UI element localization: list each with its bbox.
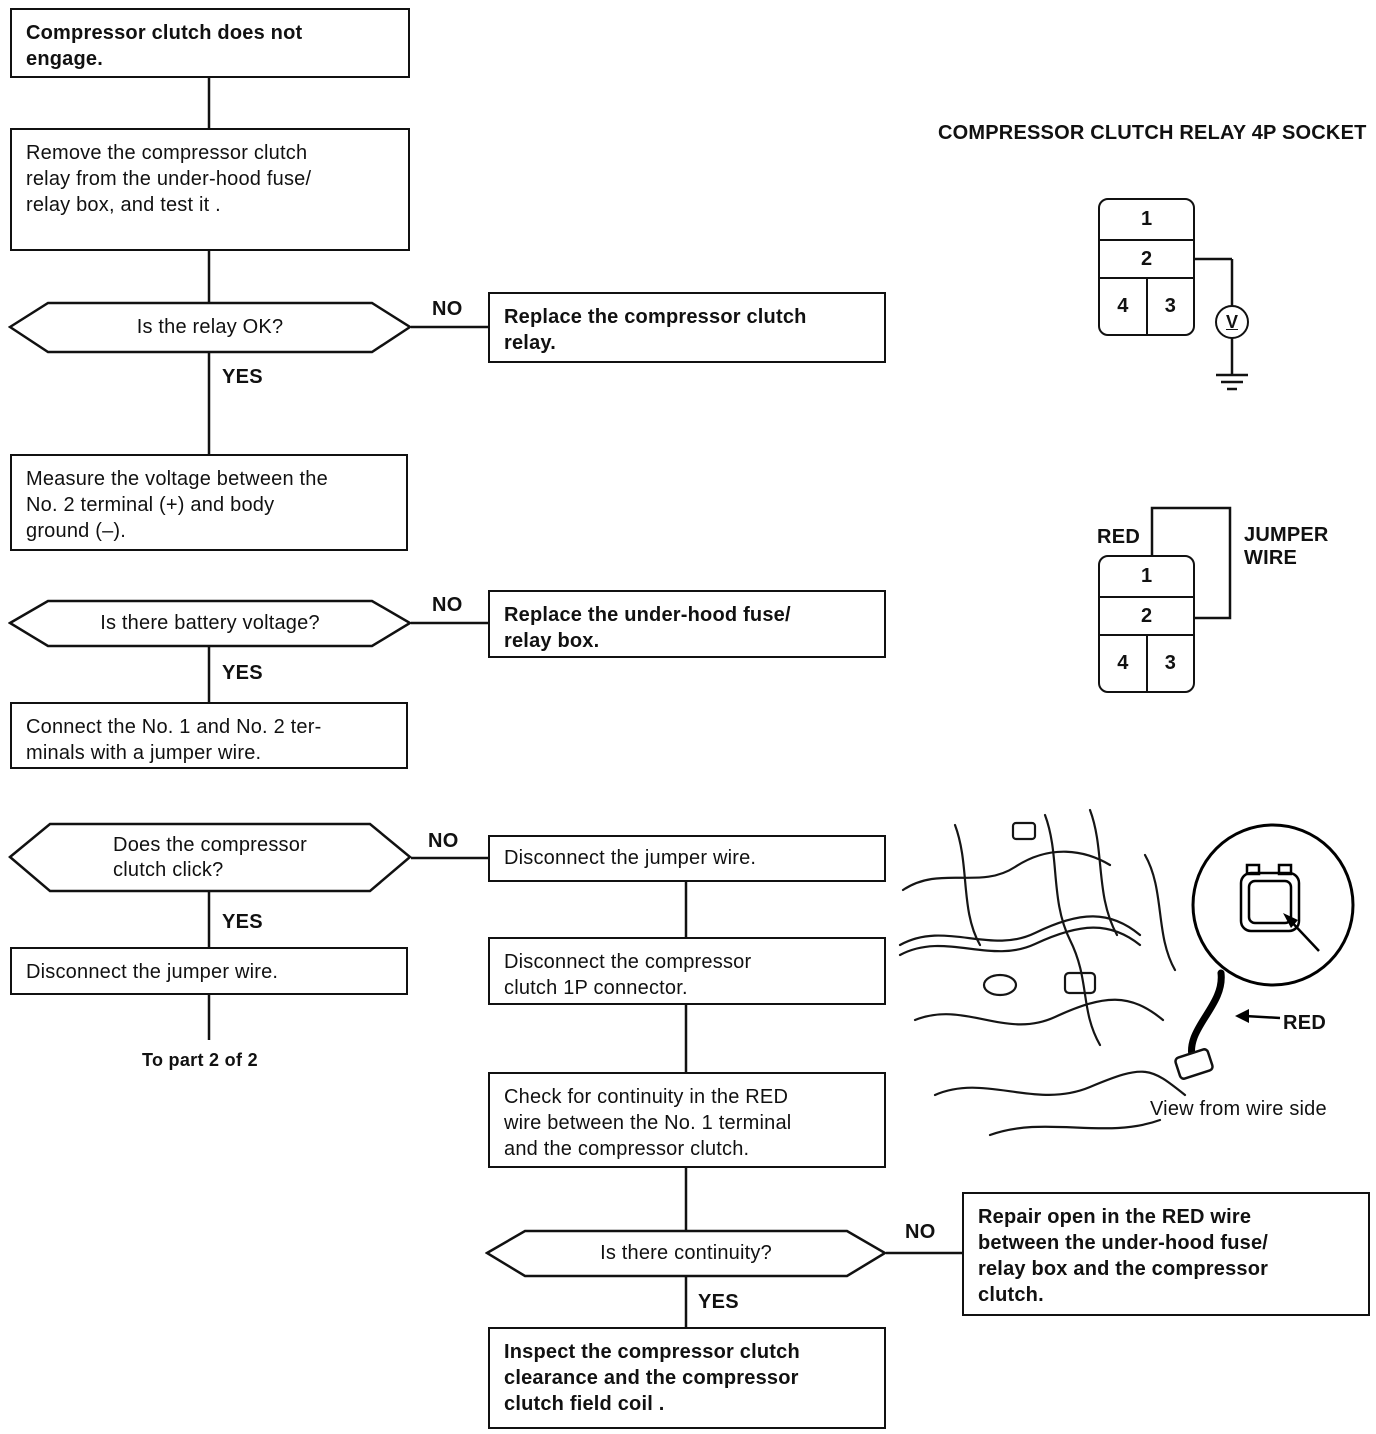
flow-replace-fuse-box: Replace the under-hood fuse/ relay box. xyxy=(488,590,886,658)
socket-terminal-1: 1 xyxy=(1100,200,1193,241)
yes-label-3: YES xyxy=(222,911,263,933)
decision-hexagon xyxy=(8,599,412,648)
relay-socket-title: COMPRESSOR CLUTCH RELAY 4P SOCKET xyxy=(938,122,1367,144)
red-wire-path xyxy=(1187,969,1225,1065)
yes-label-1: YES xyxy=(222,366,263,388)
socket-terminal-4: 4 xyxy=(1100,279,1148,334)
decision-is-relay-ok-label: Is the relay OK? xyxy=(136,316,284,338)
flow-start-box: Compressor clutch does not engage. xyxy=(10,8,410,78)
flow-measure-voltage-box: Measure the voltage between the No. 2 te… xyxy=(10,454,408,551)
socket-terminal-3: 3 xyxy=(1164,295,1176,317)
jumper-red-label: RED xyxy=(1097,526,1141,548)
no-label-3: NO xyxy=(428,830,459,852)
relay-socket-diagram: 1 2 4 3 xyxy=(1098,198,1195,336)
engine-illustration xyxy=(898,808,1355,1137)
jumper-socket-diagram: 1 2 4 3 xyxy=(1098,555,1195,693)
jumper-terminal-4: 4 xyxy=(1100,636,1148,691)
flow-disconnect-jumper-left-box: Disconnect the jumper wire. xyxy=(10,947,408,995)
decision-is-relay-ok: Is the relay OK? xyxy=(8,301,412,354)
flow-check-continuity-box: Check for continuity in the RED wire bet… xyxy=(488,1072,886,1168)
voltmeter-letter: V xyxy=(1225,311,1238,332)
no-label-1: NO xyxy=(432,298,463,320)
voltmeter-symbol: V xyxy=(1215,305,1249,339)
yes-label-2: YES xyxy=(222,662,263,684)
illustration-red-label: RED xyxy=(1283,1012,1327,1034)
jumper-terminal-1: 1 xyxy=(1100,557,1193,598)
yes-label-4: YES xyxy=(698,1291,739,1313)
decision-clutch-click: Does the compressor clutch click? xyxy=(8,822,412,893)
jumper-terminal-3: 3 xyxy=(1164,652,1176,674)
flow-disconnect-jumper-right-box: Disconnect the jumper wire. xyxy=(488,835,886,882)
socket-terminal-2: 2 xyxy=(1100,241,1193,279)
flow-remove-relay-box: Remove the compressor clutch relay from … xyxy=(10,128,410,251)
decision-battery-voltage-label: Is there battery voltage? xyxy=(100,612,320,634)
engine-connector xyxy=(1174,1048,1214,1080)
red-label-arrowhead xyxy=(1235,1009,1249,1023)
flow-repair-open-box: Repair open in the RED wire between the … xyxy=(962,1192,1370,1316)
flow-disconnect-1p-box: Disconnect the compressor clutch 1P conn… xyxy=(488,937,886,1005)
no-label-4: NO xyxy=(905,1221,936,1243)
to-part-2-label: To part 2 of 2 xyxy=(142,1050,258,1070)
magnifier-pointer-arrowhead xyxy=(1283,913,1298,928)
decision-battery-voltage: Is there battery voltage? xyxy=(8,599,412,648)
flow-replace-relay-box: Replace the compressor clutch relay. xyxy=(488,292,886,363)
view-from-wire-side-caption: View from wire side xyxy=(1150,1098,1327,1120)
connector-plug-detail xyxy=(1239,863,1301,933)
decision-hexagon xyxy=(8,822,412,893)
decision-continuity: Is there continuity? xyxy=(485,1229,887,1278)
flow-connect-jumper-box: Connect the No. 1 and No. 2 ter- minals … xyxy=(10,702,408,769)
red-label-pointer-line xyxy=(1244,1014,1281,1020)
flow-inspect-clutch-box: Inspect the compressor clutch clearance … xyxy=(488,1327,886,1429)
decision-continuity-label: Is there continuity? xyxy=(600,1242,772,1264)
jumper-wire-label: JUMPER WIRE xyxy=(1244,524,1329,569)
decision-hexagon xyxy=(8,301,412,354)
no-label-2: NO xyxy=(432,594,463,616)
jumper-terminal-2: 2 xyxy=(1100,598,1193,636)
decision-hexagon xyxy=(485,1229,887,1278)
decision-clutch-click-label: Does the compressor clutch click? xyxy=(113,833,307,881)
engine-wiring-clutter xyxy=(898,808,1187,1137)
